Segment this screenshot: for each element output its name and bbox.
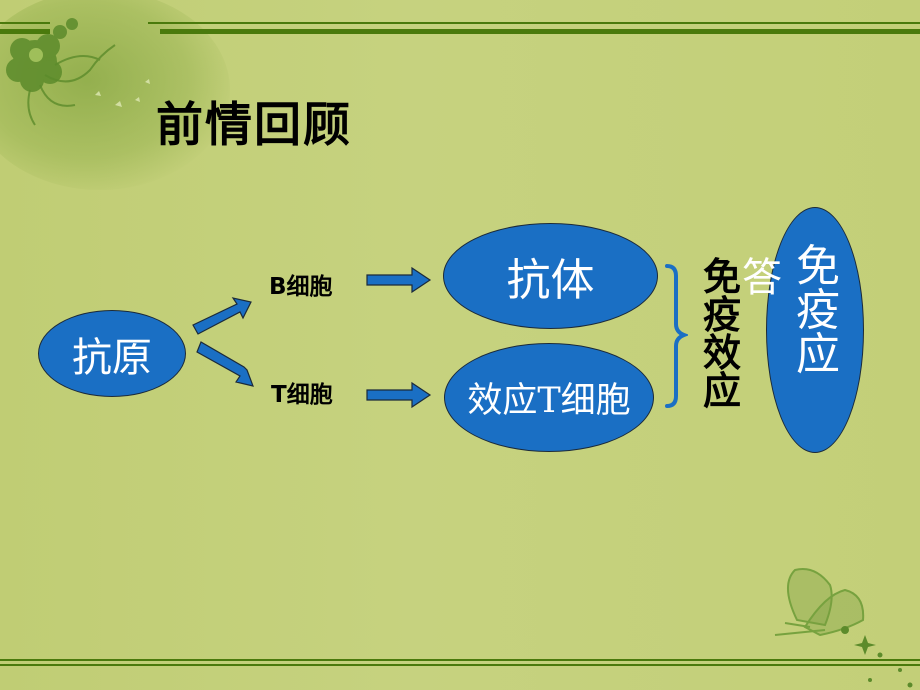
immune-response-char: 疫 — [796, 285, 840, 336]
top-thin-line-left — [0, 22, 50, 24]
immune-response-text: 免 疫 应 — [796, 245, 840, 377]
slide-title: 前情回顾 — [156, 98, 352, 153]
immune-effect-char: 效 — [703, 331, 742, 375]
immune-effect-text: 免 疫 效 应 — [703, 258, 741, 410]
immune-effect-char: 免 — [703, 255, 742, 299]
arrow-to-t-cell-icon — [196, 341, 254, 387]
butterfly-icon — [774, 568, 913, 688]
antigen-label: 抗原 — [72, 334, 152, 381]
bottom-line-2 — [0, 664, 920, 666]
arrow-to-antibody-icon — [366, 266, 432, 294]
immune-response-ellipse — [766, 207, 864, 453]
top-thin-line — [148, 22, 920, 24]
branch-arrows — [192, 297, 254, 387]
effector-t-cell-label: 效应T细胞 — [467, 381, 631, 421]
effector-t-cell-ellipse: 效应T细胞 — [444, 343, 654, 452]
immune-effect-char: 疫 — [703, 293, 742, 337]
immune-response-char: 免 — [796, 241, 840, 292]
flower-icon — [6, 18, 150, 126]
antibody-label: 抗体 — [506, 255, 595, 306]
right-brace-icon — [665, 264, 688, 408]
top-thick-line-left — [0, 29, 50, 34]
antigen-ellipse: 抗原 — [38, 310, 186, 397]
right-arrows — [366, 266, 432, 409]
antibody-ellipse: 抗体 — [443, 223, 658, 329]
bottom-line-1 — [0, 659, 920, 661]
arrow-to-b-cell-icon — [192, 297, 252, 335]
b-cell-label: B细胞 — [269, 274, 333, 300]
immune-response-overflow-char: 答 — [742, 255, 782, 301]
arrow-to-effector-t-icon — [366, 381, 432, 409]
immune-response-char: 应 — [796, 329, 840, 380]
t-cell-label: T细胞 — [271, 382, 333, 408]
immune-effect-char: 应 — [703, 369, 742, 413]
top-thick-line — [160, 29, 920, 34]
